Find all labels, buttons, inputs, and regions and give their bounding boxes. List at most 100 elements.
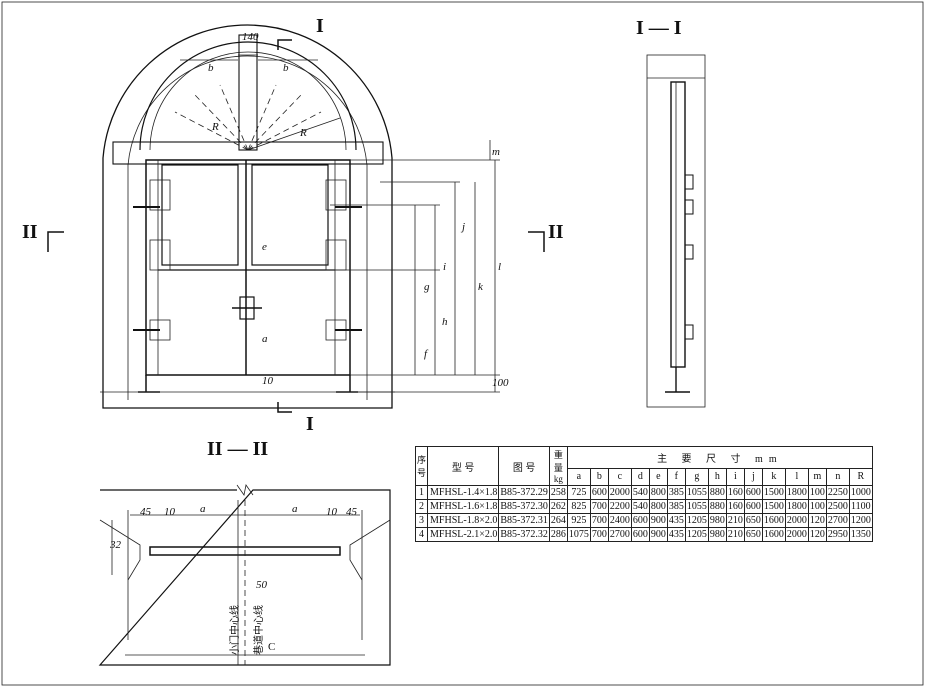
fan-lines [174, 84, 341, 151]
cell-l: 1800 [784, 499, 809, 514]
dim-col-c: c [607, 467, 632, 487]
col-seq: 序号 [414, 446, 429, 486]
cell-m: 100 [807, 485, 827, 500]
cell-model: MFHSL-2.1×2.0 [427, 527, 500, 542]
cell-j: 600 [743, 499, 763, 514]
cell-seq: 4 [414, 527, 429, 542]
dim-45-left: 45 [140, 506, 152, 518]
dim-top-width: 140 [242, 31, 259, 43]
hinges [133, 179, 362, 341]
cell-model: MFHSL-1.6×1.8 [427, 499, 500, 514]
cell-drawing: B85-372.29 [498, 485, 550, 500]
dim-50: 50 [256, 579, 268, 591]
cell-j: 650 [743, 513, 763, 528]
cell-b: 600 [589, 485, 609, 500]
cell-i: 160 [725, 499, 745, 514]
header-beam [112, 141, 384, 165]
cell-d: 540 [630, 499, 650, 514]
dim-col-e: e [648, 467, 668, 487]
section-1-frame [646, 54, 706, 408]
dim-h: h [442, 316, 448, 328]
cell-e: 900 [648, 513, 668, 528]
cell-a: 725 [566, 485, 591, 500]
tunnel-center-label: 巷道中心线 [252, 605, 265, 655]
dim-f: f [424, 348, 429, 360]
plan-outline [98, 489, 391, 666]
dim-m: m [492, 146, 500, 158]
cell-g: 1055 [684, 499, 709, 514]
cut-2-label-left: II [22, 221, 38, 243]
cell-j: 650 [743, 527, 763, 542]
dim-col-k: k [761, 467, 786, 487]
col-drawing: 图 号 [498, 446, 550, 486]
cell-a: 825 [566, 499, 591, 514]
dim-col-d: d [630, 467, 650, 487]
dim-k: k [478, 281, 484, 293]
dim-col-a: a [566, 467, 591, 487]
dim-b-left: b [208, 62, 214, 74]
cell-b: 700 [589, 527, 609, 542]
cell-f: 435 [666, 527, 686, 542]
col-main-dims: 主 要 尺 寸 mm [566, 446, 873, 469]
cell-m: 120 [807, 513, 827, 528]
cut-2-left-marker [47, 231, 64, 252]
cell-drawing: B85-372.32 [498, 527, 550, 542]
dim-ten: 10 [262, 375, 274, 387]
cell-e: 900 [648, 527, 668, 542]
dim-col-m: m [807, 467, 827, 487]
cell-a: 925 [566, 513, 591, 528]
dim-col-n: n [825, 467, 850, 487]
cell-d: 540 [630, 485, 650, 500]
cell-k: 1500 [761, 485, 786, 500]
cell-b: 700 [589, 513, 609, 528]
cell-l: 2000 [784, 527, 809, 542]
section-1-title: I — I [636, 17, 682, 39]
dim-i: i [443, 261, 446, 273]
door-frame [145, 159, 351, 376]
cell-weight: 264 [548, 513, 568, 528]
cell-R: 1200 [848, 513, 873, 528]
cell-m: 120 [807, 527, 827, 542]
tunnel-outline [102, 24, 393, 409]
cell-f: 385 [666, 499, 686, 514]
dim-col-i: i [725, 467, 745, 487]
cell-d: 600 [630, 527, 650, 542]
front-view: I I II II 140 b b R R e a 10 g h i j f k… [22, 15, 564, 435]
cell-i: 160 [725, 485, 745, 500]
cell-e: 800 [648, 499, 668, 514]
cell-g: 1205 [684, 527, 709, 542]
dim-col-b: b [589, 467, 609, 487]
arch-beam [139, 41, 357, 151]
top-column [238, 34, 258, 151]
cell-j: 600 [743, 485, 763, 500]
dimension-lines [180, 54, 500, 393]
cut-1-bottom-marker [277, 402, 292, 413]
dim-col-f: f [666, 467, 686, 487]
dim-R-left: R [211, 121, 219, 133]
cell-g: 1205 [684, 513, 709, 528]
dim-col-R: R [848, 467, 873, 487]
dim-a-right: a [292, 503, 298, 515]
cell-c: 2700 [607, 527, 632, 542]
section-1-hinges [684, 174, 694, 340]
cell-i: 210 [725, 513, 745, 528]
table-header-row: 序号 型 号 图 号 重量kg 主 要 尺 寸 mm [414, 446, 873, 486]
cell-m: 100 [807, 499, 827, 514]
cell-weight: 286 [548, 527, 568, 542]
dim-col-j: j [743, 467, 763, 487]
cell-seq: 2 [414, 499, 429, 514]
cell-R: 1000 [848, 485, 873, 500]
cell-k: 1600 [761, 527, 786, 542]
dim-a: a [262, 333, 268, 345]
cut-1-top-marker [277, 39, 292, 50]
dim-R-right: R [299, 127, 307, 139]
section-1-view: I — I [636, 17, 706, 408]
cell-weight: 258 [548, 485, 568, 500]
dim-a-left: a [200, 503, 206, 515]
cell-n: 2500 [825, 499, 850, 514]
cell-h: 880 [707, 499, 727, 514]
